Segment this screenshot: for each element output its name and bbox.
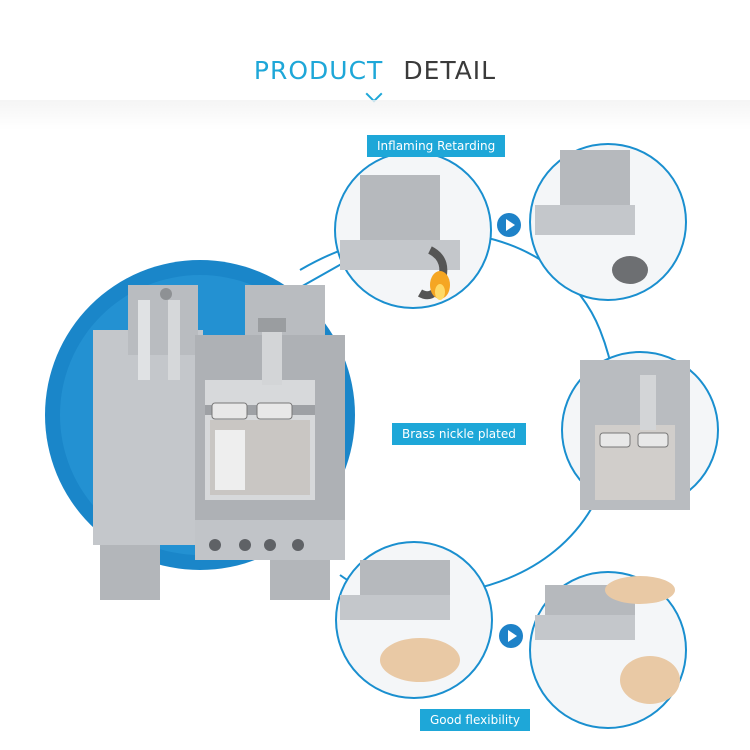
title-dark: DETAIL <box>403 56 497 85</box>
detail-circle-flex-2 <box>529 571 687 729</box>
detail-circle-flex-1 <box>335 541 493 699</box>
play-arrow-icon-top <box>497 213 521 237</box>
detail-circle-burnt <box>529 143 687 301</box>
label-inflaming-retarding: Inflaming Retarding <box>367 135 506 157</box>
label-good-flexibility: Good flexibility <box>420 709 531 731</box>
terminal-block <box>93 285 345 600</box>
title-accent: PRODUCT <box>253 56 384 85</box>
header: PRODUCT DETAIL <box>0 40 750 130</box>
label-brass-nickle-plated: Brass nickle plated <box>392 423 526 445</box>
detail-circle-brass <box>561 351 719 510</box>
play-arrow-icon-bottom <box>499 624 523 648</box>
header-divider <box>0 100 750 130</box>
detail-circle-flame <box>334 151 492 309</box>
page-title: PRODUCT DETAIL <box>0 56 750 85</box>
